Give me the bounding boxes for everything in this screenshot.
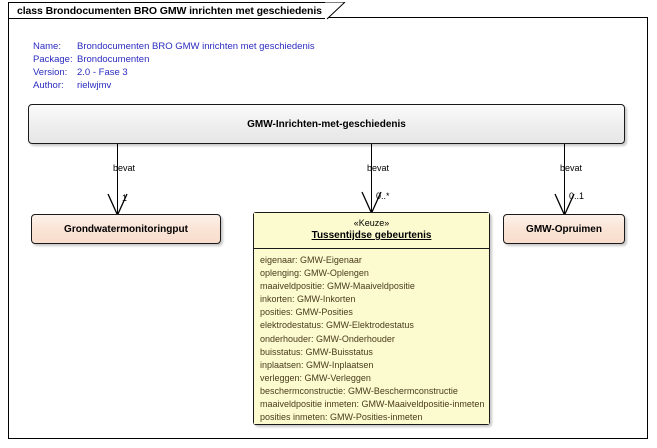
diagram-info-block: Name: Brondocumenten BRO GMW inrichten m… bbox=[33, 40, 315, 92]
class-box-gmw-opruimen[interactable]: GMW-Opruimen bbox=[503, 214, 625, 244]
connector-line-center[interactable] bbox=[371, 144, 372, 214]
connector-line-right[interactable] bbox=[564, 144, 565, 216]
diagram-tab-label: class Brondocumenten BRO GMW inrichten m… bbox=[17, 5, 322, 17]
class-box-tussentijdse-gebeurtenis[interactable]: «Keuze» Tussentijdse gebeurtenis eigenaa… bbox=[253, 212, 490, 425]
class-box-gmw-inrichten-met-geschiedenis[interactable]: GMW-Inrichten-met-geschiedenis bbox=[28, 104, 625, 144]
info-value-package: Brondocumenten bbox=[77, 54, 150, 65]
diagram-tab[interactable]: class Brondocumenten BRO GMW inrichten m… bbox=[8, 2, 327, 19]
class-header-tussentijdse-gebeurtenis: «Keuze» Tussentijdse gebeurtenis bbox=[254, 213, 489, 249]
class-attribute: eigenaar: GMW-Eigenaar bbox=[260, 255, 362, 265]
info-row-version: Version: 2.0 - Fase 3 bbox=[33, 66, 315, 79]
info-row-package: Package: Brondocumenten bbox=[33, 53, 315, 66]
class-attribute: inkorten: GMW-Inkorten bbox=[260, 294, 356, 305]
diagram-tab-slant-icon bbox=[325, 2, 346, 20]
class-attribute: maaiveldpositie: GMW-Maaiveldpositie bbox=[260, 281, 415, 292]
info-value-author: rielwjmv bbox=[77, 80, 112, 91]
class-attribute: beschermconstructie: GMW-Beschermconstru… bbox=[260, 385, 458, 396]
class-stereotype-keuze: «Keuze» bbox=[353, 218, 390, 228]
connector-label-left: bevat bbox=[113, 163, 136, 173]
info-key-version: Version: bbox=[33, 67, 68, 78]
info-key-name: Name: bbox=[33, 41, 61, 52]
info-key-package: Package: bbox=[33, 54, 73, 65]
class-name-root: GMW-Inrichten-met-geschiedenis bbox=[247, 118, 406, 130]
connector-multiplicity-left: 1 bbox=[122, 193, 128, 203]
connector-multiplicity-center: 0..* bbox=[376, 191, 390, 201]
class-attribute: maaiveldpositie inmeten: GMW-Maaiveldpos… bbox=[260, 399, 485, 410]
class-attribute: posities: GMW-Posities bbox=[260, 307, 353, 318]
class-attribute: elektrodestatus: GMW-Elektrodestatus bbox=[260, 320, 414, 331]
diagram-tab-underline bbox=[8, 18, 325, 19]
info-value-version: 2.0 - Fase 3 bbox=[77, 67, 128, 78]
info-row-author: Author: rielwjmv bbox=[33, 79, 315, 92]
class-attribute: oplenging: GMW-Oplengen bbox=[260, 268, 369, 279]
info-key-author: Author: bbox=[33, 80, 64, 91]
class-name-grondwatermonitoringput: Grondwatermonitoringput bbox=[64, 223, 188, 235]
connector-label-right: bevat bbox=[560, 163, 583, 173]
class-attribute: posities inmeten: GMW-Posities-inmeten bbox=[260, 412, 423, 423]
class-attribute: onderhouder: GMW-Onderhouder bbox=[260, 333, 395, 344]
class-name-tussentijdse-gebeurtenis: Tussentijdse gebeurtenis bbox=[311, 230, 432, 241]
class-attribute-list: eigenaar: GMW-Eigenaar oplenging: GMW-Opl… bbox=[254, 249, 489, 424]
info-value-name: Brondocumenten BRO GMW inrichten met ges… bbox=[77, 41, 315, 52]
connector-multiplicity-right: 0..1 bbox=[569, 191, 585, 201]
class-box-grondwatermonitoringput[interactable]: Grondwatermonitoringput bbox=[31, 214, 221, 244]
class-name-gmw-opruimen: GMW-Opruimen bbox=[526, 223, 602, 235]
connector-label-center: bevat bbox=[367, 163, 390, 173]
class-attribute: inplaatsen: GMW-Inplaatsen bbox=[260, 359, 374, 370]
class-attribute: buisstatus: GMW-Buisstatus bbox=[260, 346, 373, 357]
connector-line-left[interactable] bbox=[117, 144, 118, 216]
class-attribute: verleggen: GMW-Verleggen bbox=[260, 372, 371, 383]
info-row-name: Name: Brondocumenten BRO GMW inrichten m… bbox=[33, 40, 315, 53]
